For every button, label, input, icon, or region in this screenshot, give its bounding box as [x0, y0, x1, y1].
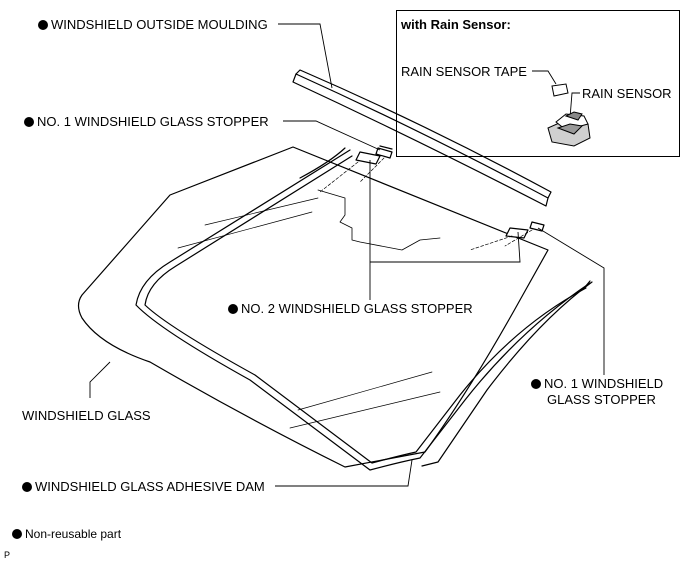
rain-sensor-tape-part: [551, 83, 569, 97]
no1-stopper-right-part: [529, 221, 545, 232]
figure-code: P: [4, 550, 11, 560]
no2-stopper-top-part: [355, 151, 381, 165]
adhesive-dam-right-strip: [421, 281, 593, 467]
label-rain-sensor: RAIN SENSOR: [582, 86, 672, 101]
legend-text: Non-reusable part: [25, 527, 122, 541]
non-reusable-dot-icon: [22, 482, 32, 492]
leader-no2: [369, 160, 521, 300]
non-reusable-dot-icon: [38, 20, 48, 30]
leader-no1-top: [283, 120, 381, 151]
label-no2-stopper: NO. 2 WINDSHIELD GLASS STOPPER: [228, 301, 473, 316]
no1-stopper-top-part: [375, 147, 393, 159]
non-reusable-dot-icon: [12, 529, 22, 539]
leader-windshield-glass: [89, 361, 111, 398]
leader-no1-right: [537, 227, 605, 375]
non-reusable-dot-icon: [24, 117, 34, 127]
legend: Non-reusable part: [12, 527, 121, 541]
non-reusable-dot-icon: [531, 379, 541, 389]
inset-title: with Rain Sensor:: [401, 17, 511, 32]
label-windshield-glass: WINDSHIELD GLASS: [22, 408, 151, 423]
leader-outside-moulding: [278, 23, 333, 89]
leader-adhesive-dam: [275, 459, 413, 487]
label-no1-stopper-right: NO. 1 WINDSHIELD: [531, 376, 663, 391]
no2-stopper-right-part: [505, 227, 529, 239]
adhesive-dam-outer: [135, 149, 591, 471]
label-no1-stopper-top: NO. 1 WINDSHIELD GLASS STOPPER: [24, 114, 269, 129]
rain-sensor-inset: [396, 10, 680, 157]
non-reusable-dot-icon: [228, 304, 238, 314]
label-outside-moulding: WINDSHIELD OUTSIDE MOULDING: [38, 17, 268, 32]
label-adhesive-dam: WINDSHIELD GLASS ADHESIVE DAM: [22, 479, 265, 494]
adhesive-dam-inner: [144, 155, 587, 464]
windshield-glass-outline: [77, 146, 549, 468]
label-no1-stopper-right-line2: GLASS STOPPER: [547, 392, 656, 407]
outside-moulding: [292, 73, 549, 207]
reflection-lines: [177, 197, 441, 429]
sensor-area-outline: [317, 189, 441, 251]
rain-sensor-part: [547, 111, 591, 147]
label-rain-sensor-tape: RAIN SENSOR TAPE: [401, 64, 527, 79]
